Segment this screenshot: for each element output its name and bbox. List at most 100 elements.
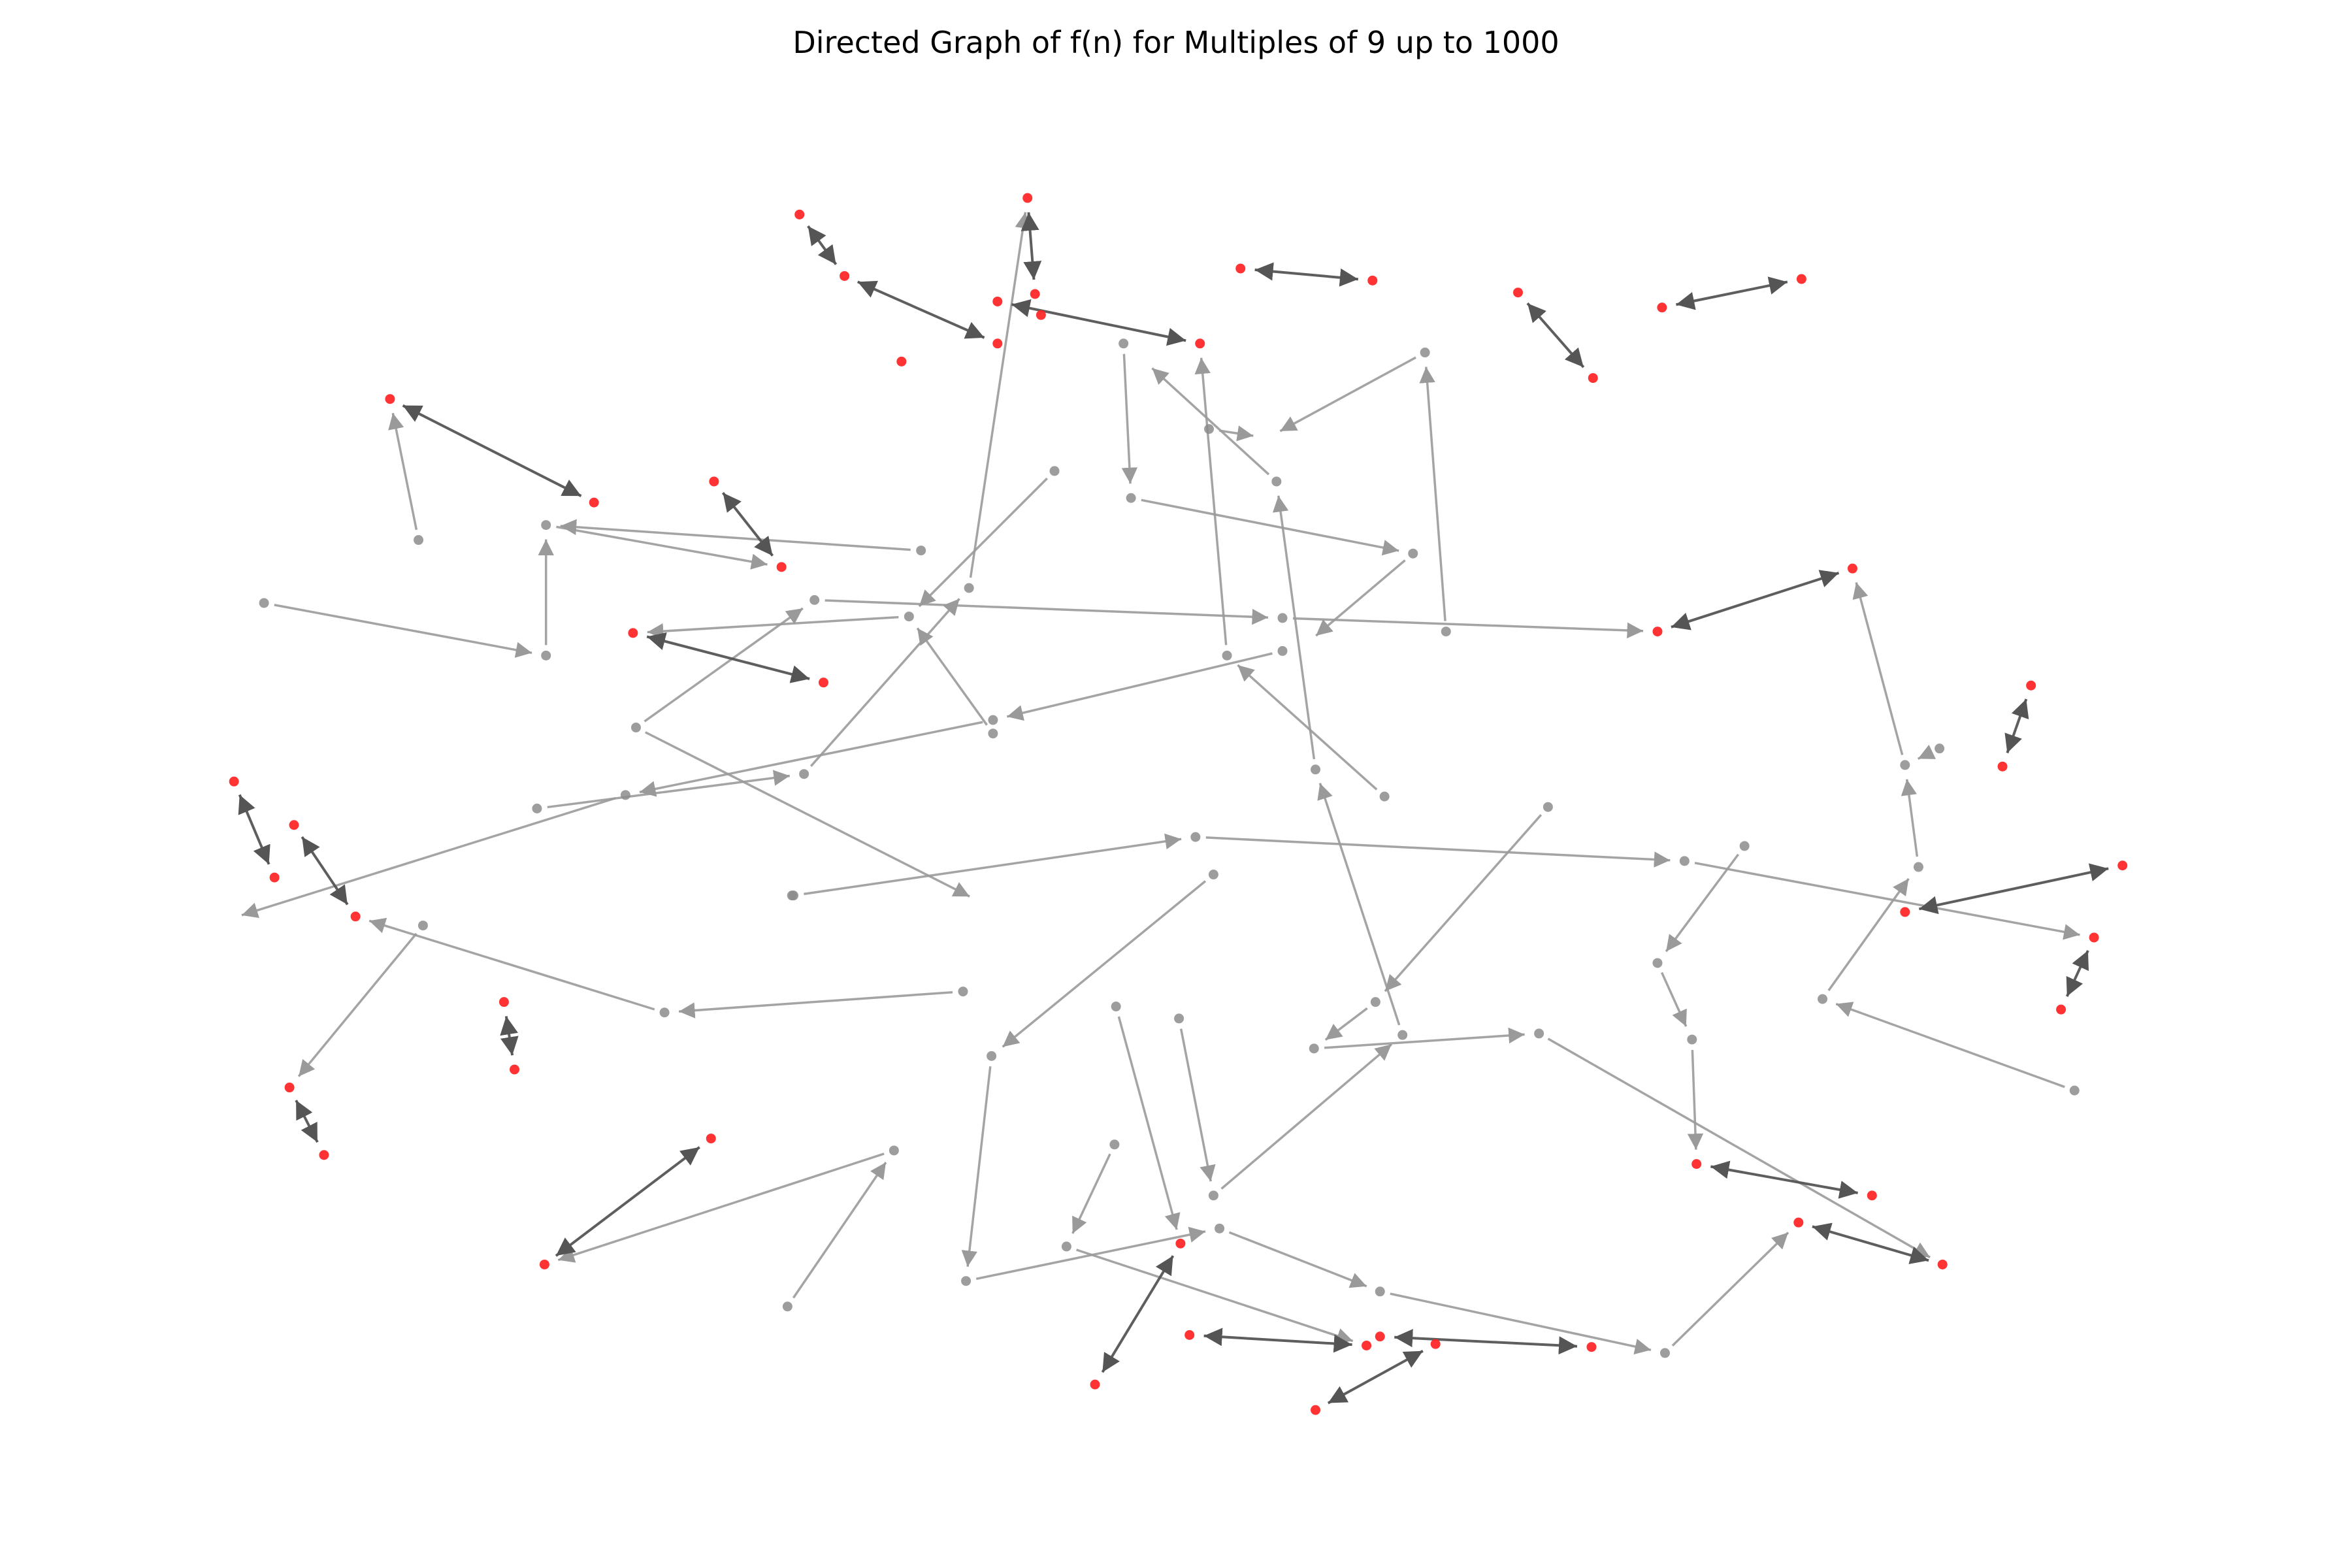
graph-node — [1375, 1286, 1385, 1297]
graph-edge — [241, 796, 616, 919]
graph-edge — [1835, 1002, 2065, 1088]
cycle-node — [818, 678, 828, 688]
cycle-node — [628, 628, 638, 638]
graph-node — [1534, 1028, 1544, 1039]
cycle-node — [840, 270, 850, 281]
cycle-node — [284, 1083, 295, 1093]
cycle-node — [1847, 563, 1857, 574]
graph-edge — [1917, 744, 1936, 760]
cycle-edge — [1526, 302, 1585, 368]
graph-node — [1049, 466, 1060, 476]
graph-edge — [678, 990, 953, 1019]
graph-edge — [547, 770, 791, 809]
graph-edge — [1272, 495, 1316, 760]
cycle-node — [510, 1064, 519, 1075]
cycle-edge — [1327, 1349, 1424, 1405]
graph-edge — [1279, 356, 1416, 433]
graph-node — [1311, 764, 1321, 775]
graph-node — [1190, 832, 1201, 842]
graph-node — [1119, 338, 1129, 349]
graph-node — [1204, 424, 1215, 434]
graph-node — [1215, 1223, 1225, 1233]
graph-node — [1126, 493, 1136, 503]
cycle-node — [269, 872, 280, 883]
graph-edge — [368, 917, 655, 1011]
graph-edge — [1852, 581, 1904, 755]
graph-edge — [1547, 1037, 1931, 1259]
cycle-node — [1586, 1342, 1597, 1352]
cycle-edge — [1918, 863, 2109, 915]
graph-node — [414, 535, 424, 546]
graph-node — [988, 728, 998, 739]
cycle-node — [706, 1134, 716, 1144]
graph-node — [1397, 1030, 1408, 1040]
graph-node — [1543, 802, 1553, 812]
edge-layer — [238, 212, 2109, 1405]
cycle-node — [896, 356, 907, 367]
graph-edge — [1151, 367, 1270, 476]
graph-edge — [918, 477, 1048, 608]
graph-edge — [557, 1152, 885, 1263]
graph-node — [1277, 613, 1288, 623]
graph-node — [1208, 870, 1218, 880]
node-layer — [229, 193, 2128, 1415]
graph-node — [1111, 1002, 1121, 1012]
graph-node — [1913, 862, 1923, 872]
cycle-node — [1362, 1340, 1372, 1350]
graph-node — [541, 650, 551, 661]
graph-node — [1652, 958, 1663, 968]
cycle-node — [1900, 907, 1910, 917]
cycle-node — [229, 776, 239, 787]
cycle-edge — [1671, 570, 1840, 630]
cycle-node — [1512, 287, 1523, 298]
graph-edge — [1141, 498, 1399, 556]
graph-node — [541, 520, 551, 531]
graph-edge — [1071, 1153, 1111, 1234]
graph-node — [630, 723, 641, 733]
graph-edge — [388, 412, 418, 531]
cycle-edge — [301, 836, 349, 906]
graph-node — [988, 715, 998, 725]
graph-node — [809, 595, 820, 605]
graph-edge — [1827, 877, 1910, 992]
cycle-node — [2089, 932, 2099, 943]
graph-edge — [1660, 972, 1688, 1027]
cycle-node — [992, 338, 1003, 349]
cycle-node — [1090, 1379, 1100, 1390]
graph-edge — [1694, 862, 2080, 940]
graph-edge — [1002, 880, 1207, 1048]
graph-node — [1370, 997, 1380, 1007]
cycle-node — [319, 1150, 329, 1160]
cycle-edge — [857, 280, 985, 339]
cycle-node — [2026, 680, 2036, 691]
cycle-node — [992, 296, 1003, 306]
graph-edge — [639, 721, 983, 797]
graph-node — [259, 598, 269, 608]
cycle-node — [1997, 761, 2008, 772]
cycle-edge — [402, 404, 582, 497]
cycle-node — [1175, 1238, 1186, 1249]
graph-edge — [1317, 783, 1401, 1026]
graph-node — [1441, 627, 1451, 637]
graph-node — [904, 612, 914, 622]
graph-node — [1679, 856, 1690, 866]
graph-node — [1900, 760, 1910, 770]
graph-node — [964, 583, 974, 593]
graph-edge — [1205, 836, 1671, 868]
cycle-node — [1652, 627, 1663, 637]
graph-node — [987, 1051, 997, 1061]
cycle-edge — [1710, 1160, 1859, 1199]
cycle-node — [539, 1259, 549, 1269]
graph-node — [1687, 1034, 1697, 1045]
cycle-node — [1036, 310, 1046, 320]
cycle-node — [776, 562, 787, 572]
cycle-node — [1022, 193, 1033, 203]
cycle-edge — [1011, 299, 1186, 346]
graph-edge — [809, 598, 960, 767]
cycle-edge — [807, 225, 838, 265]
graph-edge — [1228, 1231, 1367, 1288]
cycle-node — [289, 820, 299, 830]
cycle-edge — [1676, 276, 1788, 310]
graph-edge — [1292, 617, 1644, 639]
graph-node — [1222, 650, 1232, 661]
